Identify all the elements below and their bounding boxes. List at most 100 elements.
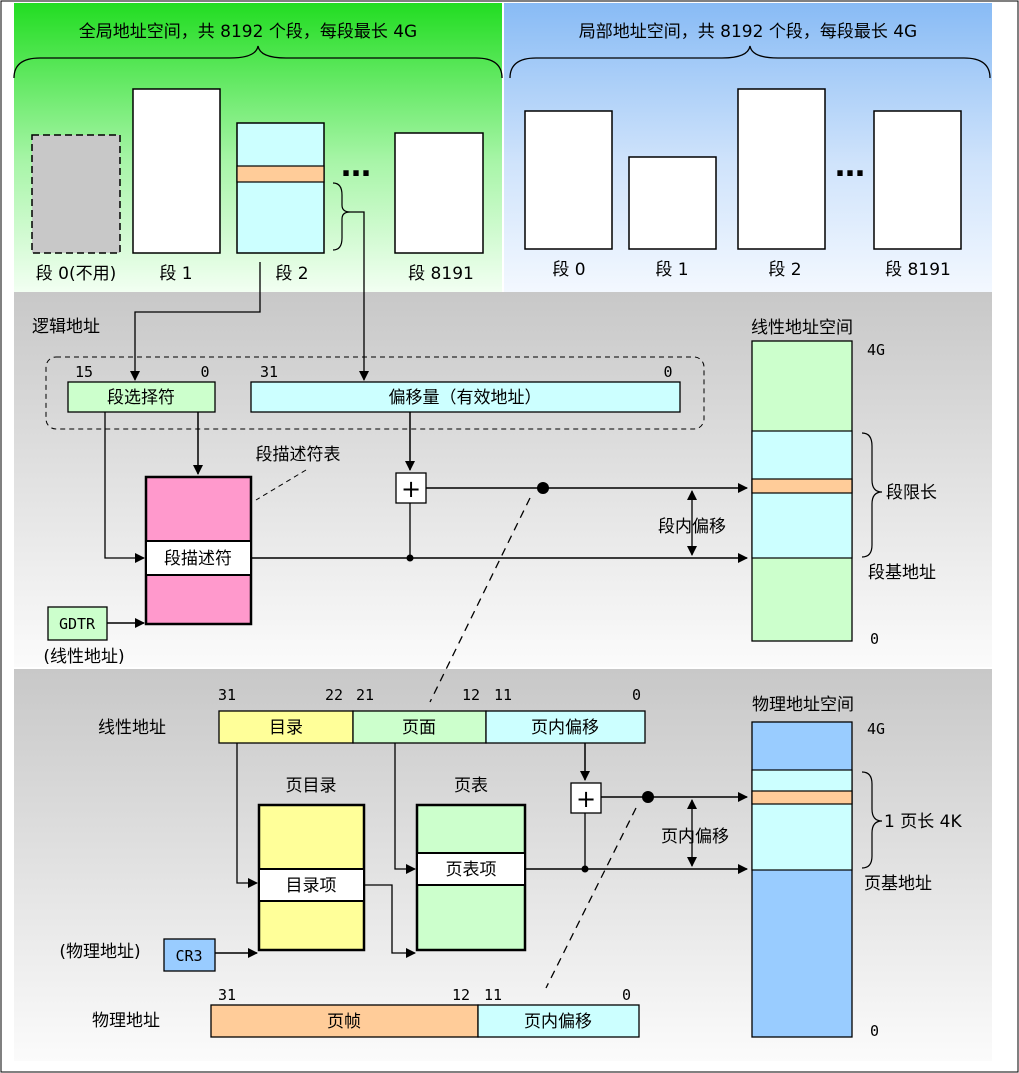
descriptor-table-pointer [255, 469, 307, 501]
segment-adder-plus: + [401, 475, 421, 503]
local-segment-8191-box [873, 110, 962, 250]
dir-field-to-entry-arrow [236, 743, 258, 888]
offset-in-segment-label: 段内偏移 [658, 517, 726, 537]
directory-entry-box [258, 868, 365, 902]
selector-bit-lo: 0 [200, 363, 209, 381]
directory-field-label: 目录 [269, 718, 303, 738]
segment-to-selector-arrow [130, 262, 261, 381]
local-segment-0-box [524, 110, 613, 250]
physical-page-region [751, 769, 853, 871]
offset-box [250, 381, 681, 413]
global-segment-8191-box [394, 132, 484, 254]
local-space-brace [509, 45, 991, 79]
logical-address-group [45, 356, 705, 430]
global-segment-2-box [236, 122, 325, 254]
dir-entry-to-table-arrow [364, 884, 416, 958]
linear-segment-region [751, 430, 853, 559]
page-adder [570, 782, 602, 814]
physical-address-dot [642, 791, 654, 803]
gdtr-label: GDTR [59, 615, 96, 633]
offset-in-page-label: 页内偏移 [661, 827, 729, 847]
table-entry-label: 页表项 [446, 860, 497, 880]
local-seg8191-label: 段 8191 [885, 260, 951, 280]
gdtr-note: (线性地址) [43, 647, 124, 667]
page-field-to-entry-arrow [394, 743, 416, 874]
la-bit-22: 22 [325, 686, 343, 704]
cr3-register [163, 938, 216, 972]
global-space-title: 全局地址空间，共 8192 个段，每段最长 4G [79, 22, 417, 42]
pa-offset-label: 页内偏移 [524, 1012, 592, 1032]
page-adder-plus: + [576, 785, 596, 813]
page-frame-label: 页帧 [327, 1012, 361, 1032]
offset-bit-lo: 0 [663, 363, 672, 381]
brace-to-offset-arrow [350, 211, 369, 381]
physical-space-title: 物理地址空间 [752, 695, 854, 715]
table-entry-box [416, 852, 526, 886]
physical-to-address-link [545, 807, 637, 989]
phys-bottom-label: 0 [870, 1022, 879, 1040]
linear-bottom-label: 0 [870, 630, 879, 648]
directory-field [218, 710, 354, 744]
local-ellipsis: … [835, 149, 865, 184]
pa-bit-0: 0 [622, 986, 631, 1004]
local-seg1-label: 段 1 [655, 260, 688, 280]
page-length-brace [861, 771, 883, 869]
page-offset-field-label: 页内偏移 [531, 718, 599, 738]
physical-space-column [751, 721, 853, 1038]
linear-address-label: 线性地址 [98, 718, 166, 738]
local-seg2-label: 段 2 [768, 260, 801, 280]
segment-selector-label: 段选择符 [107, 388, 175, 408]
phys-top-label: 4G [867, 720, 885, 738]
la-bit-11: 11 [494, 686, 512, 704]
pa-bit-31: 31 [218, 986, 236, 1004]
offset-label: 偏移量（有效地址） [389, 388, 542, 408]
local-seg0-label: 段 0 [552, 260, 585, 280]
page-field-label: 页面 [402, 718, 436, 738]
linear-to-paging-link [429, 497, 531, 703]
physical-address-label: 物理地址 [92, 1011, 160, 1031]
page-base-label: 页基地址 [864, 874, 932, 894]
la-bit-31: 31 [218, 686, 236, 704]
physical-target-region [751, 790, 853, 805]
segment-limit-brace [861, 432, 883, 558]
page-base-junction-dot [581, 865, 589, 873]
local-segment-2-box [737, 88, 826, 250]
global-segment-2-highlight [236, 165, 325, 183]
segment-base-label: 段基地址 [868, 563, 936, 583]
cr3-note: (物理地址) [59, 942, 140, 962]
global-seg2-label: 段 2 [275, 264, 308, 284]
segment-descriptor-label: 段描述符 [164, 549, 232, 569]
cr3-label: CR3 [175, 947, 202, 965]
segment-selector-box [67, 381, 216, 413]
page-table-title: 页表 [454, 776, 488, 796]
selector-to-descriptor-arrow [104, 412, 145, 563]
global-space-brace [13, 45, 503, 79]
la-bit-21: 21 [356, 686, 374, 704]
page-offset-field [485, 710, 646, 744]
page-directory-title: 页目录 [286, 776, 337, 796]
selector-bit-hi: 15 [75, 363, 93, 381]
offset-bit-hi: 31 [260, 363, 278, 381]
pa-bit-11: 11 [484, 986, 502, 1004]
global-seg1-label: 段 1 [159, 264, 192, 284]
linear-target-region [751, 478, 853, 494]
global-segment-0-box [31, 134, 121, 254]
linear-address-dot [537, 482, 549, 494]
global-ellipsis: … [341, 149, 371, 184]
linear-space-title: 线性地址空间 [751, 318, 853, 338]
segment-descriptor-box [145, 540, 252, 576]
pa-offset-field [477, 1004, 640, 1038]
global-seg0-label: 段 0(不用) [36, 264, 116, 284]
local-space-title: 局部地址空间，共 8192 个段，每段最长 4G [579, 22, 917, 42]
base-junction-dot [406, 554, 414, 562]
pa-bit-12: 12 [452, 986, 470, 1004]
la-bit-12: 12 [462, 686, 480, 704]
global-seg8191-label: 段 8191 [408, 264, 474, 284]
segment-limit-label: 段限长 [886, 483, 937, 503]
global-segment-1-box [132, 88, 221, 254]
page-length-label: 1 页长 4K [884, 812, 962, 832]
descriptor-table-label: 段描述符表 [256, 445, 341, 465]
logical-address-label: 逻辑地址 [32, 317, 100, 337]
directory-entry-label: 目录项 [286, 876, 337, 896]
